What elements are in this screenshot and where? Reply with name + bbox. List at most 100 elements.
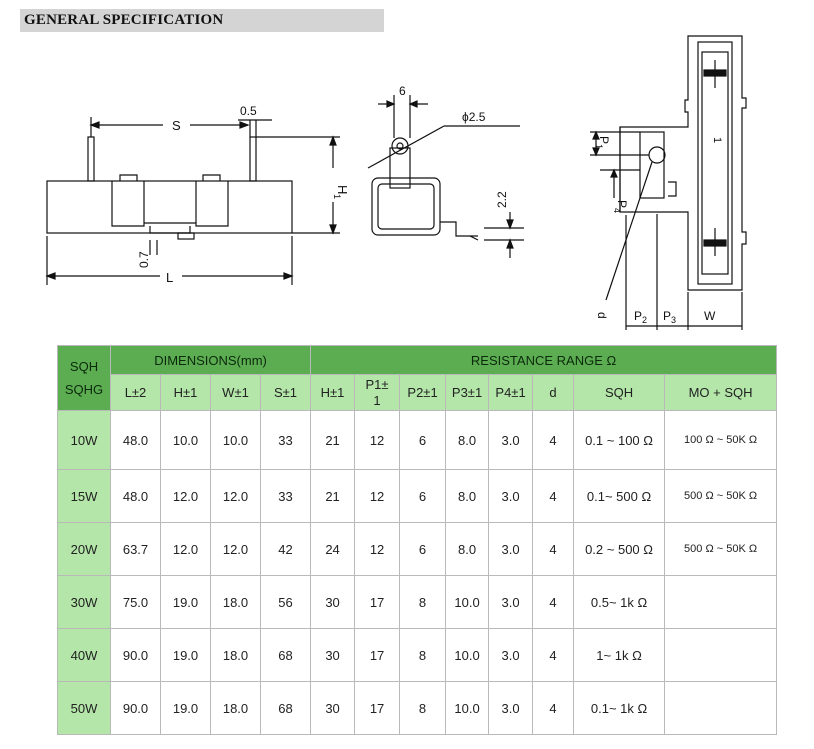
table-cell: 12.0 [160, 469, 211, 523]
table-cell: 0.1 ~ 100 Ω [573, 410, 666, 470]
dim-l-label: L [166, 270, 173, 285]
table-cell [664, 628, 778, 682]
col-header: P1±1 [354, 374, 401, 411]
table-cell: 19.0 [160, 681, 211, 735]
table-cell: 8 [399, 628, 447, 682]
col-header: S±1 [259, 374, 312, 411]
table-cell: 4 [532, 469, 575, 523]
table-cell: 8.0 [445, 410, 490, 470]
table-cell: 19.0 [160, 575, 211, 629]
col-header: L±2 [110, 374, 161, 411]
table-cell: 8 [399, 575, 447, 629]
dim-p4-label: P [615, 200, 629, 208]
table-cell: 75.0 [110, 575, 161, 629]
dim-h1-label: H [335, 185, 350, 194]
table-cell: 3.0 [488, 681, 534, 735]
table-cell: 30 [310, 575, 356, 629]
table-cell: 4 [532, 410, 575, 470]
front-view [45, 117, 340, 285]
dim-p2-subscript: 2 [642, 315, 647, 325]
dim-p4-subscript: 4 [612, 208, 622, 213]
table-cell: 4 [532, 575, 575, 629]
table-cell: 4 [532, 522, 575, 576]
table-cell: 8.0 [445, 469, 490, 523]
table-cell: 10.0 [210, 410, 261, 470]
dim-p1-label: P [597, 136, 611, 144]
table-cell: 0.1~ 1k Ω [573, 681, 666, 735]
table-cell: 17 [354, 681, 401, 735]
table-cell: 90.0 [110, 681, 161, 735]
dim-w-label: W [704, 309, 716, 323]
table-cell: 0.2 ~ 500 Ω [573, 522, 666, 576]
col-header: d [532, 374, 575, 411]
corner-bottom: SQHG [64, 382, 104, 397]
corner-mid: ` [82, 372, 86, 383]
dim-22-label: 2.2 [495, 191, 509, 208]
col-header: MO + SQH [664, 374, 778, 411]
table-cell: 500 Ω ~ 50K Ω [664, 522, 778, 576]
table-cell: 0.5~ 1k Ω [573, 575, 666, 629]
table-cell: 68 [259, 681, 312, 735]
table-cell: 3.0 [488, 410, 534, 470]
row-label: 40W [57, 628, 111, 682]
table-cell: 33 [259, 410, 312, 470]
table-cell: 18.0 [210, 628, 261, 682]
dim-p1-subscript: 1 [594, 144, 604, 149]
col-header: W±1 [210, 374, 261, 411]
row-label: 30W [57, 575, 111, 629]
table-cell: 10.0 [445, 681, 490, 735]
table-cell: 3.0 [488, 469, 534, 523]
table-cell [664, 681, 778, 735]
table-cell: 12.0 [210, 522, 261, 576]
col-header: H±1 [160, 374, 211, 411]
table-cell: 42 [259, 522, 312, 576]
table-cell: 33 [259, 469, 312, 523]
table-cell: 90.0 [110, 628, 161, 682]
table-cell: 4 [532, 681, 575, 735]
table-cell: 24 [310, 522, 356, 576]
col-header: SQH [573, 374, 666, 411]
table-cell: 1~ 1k Ω [573, 628, 666, 682]
table-cell: 0.1~ 500 Ω [573, 469, 666, 523]
dim-d-label: d [595, 312, 609, 319]
table-cell: 17 [354, 628, 401, 682]
table-cell: 12 [354, 522, 401, 576]
table-cell: 4 [532, 628, 575, 682]
table-cell: 8.0 [445, 522, 490, 576]
table-cell: 18.0 [210, 575, 261, 629]
col-header: P4±1 [488, 374, 534, 411]
table-cell: 10.0 [445, 575, 490, 629]
col-header: H±1 [310, 374, 356, 411]
table-cell: 12 [354, 410, 401, 470]
corner-top: SQH [69, 359, 99, 374]
dim-p3-label: P [663, 309, 671, 323]
table-cell: 500 Ω ~ 50K Ω [664, 469, 778, 523]
col-header: P3±1 [445, 374, 490, 411]
dim-6-label: 6 [399, 84, 406, 98]
corner-header: SQH ` SQHG [57, 345, 111, 411]
table-cell: 12.0 [160, 522, 211, 576]
table-cell: 6 [399, 522, 447, 576]
table-cell: 30 [310, 628, 356, 682]
table-cell: 3.0 [488, 522, 534, 576]
dim-05-label: 0.5 [240, 104, 257, 118]
table-cell: 21 [310, 469, 356, 523]
table-cell: 17 [354, 575, 401, 629]
dim-07-label: 0.7 [137, 251, 151, 268]
col-header: P2±1 [399, 374, 447, 411]
row-label: 50W [57, 681, 111, 735]
table-cell [664, 575, 778, 629]
table-cell: 19.0 [160, 628, 211, 682]
technical-drawing: S 0.5 H 1 0.7 L 6 ϕ2.5 2.2 P 1 P 4 d P 2… [45, 35, 747, 330]
dim-phi25-label: ϕ2.5 [462, 110, 486, 124]
spec-table: SQH ` SQHG DIMENSIONS(mm) RESISTANCE RAN… [57, 345, 778, 735]
table-cell: 12.0 [210, 469, 261, 523]
table-cell: 10.0 [160, 410, 211, 470]
dim-h1-subscript: 1 [332, 194, 342, 199]
table-cell: 3.0 [488, 628, 534, 682]
row-label: 10W [57, 410, 111, 470]
table-cell: 10.0 [445, 628, 490, 682]
